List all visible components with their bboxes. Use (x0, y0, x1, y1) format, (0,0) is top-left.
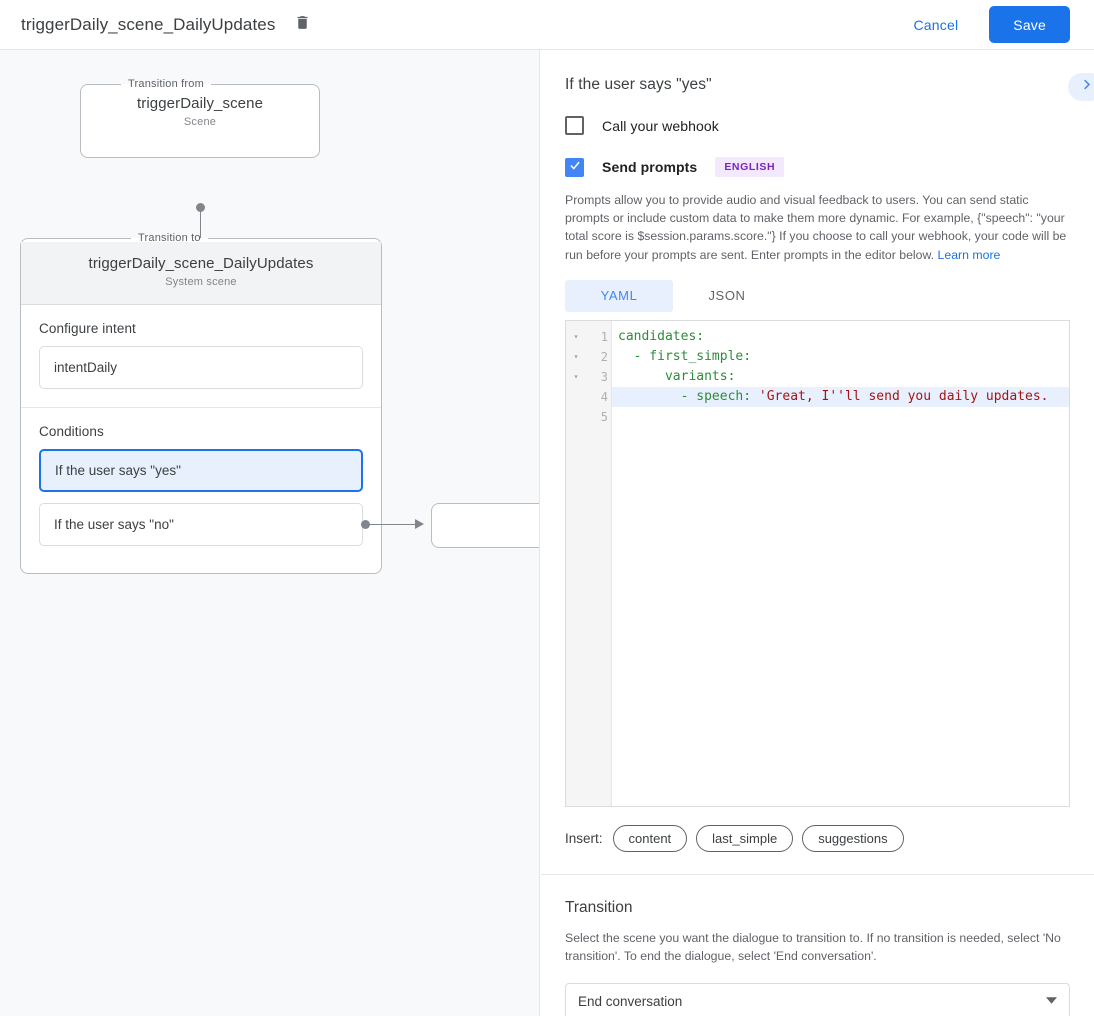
details-panel: If the user says "yes" Call your webhook… (541, 50, 1094, 1016)
transition-section: Transition Select the scene you want the… (565, 875, 1070, 1016)
save-button[interactable]: Save (989, 6, 1070, 43)
code-line-highlighted: - speech: 'Great, I''ll send you daily u… (612, 386, 1069, 407)
delete-button[interactable] (289, 12, 315, 38)
line-number: 3 (600, 369, 608, 384)
editor-code-area[interactable]: candidates: - first_simple: variants: - … (612, 321, 1069, 806)
call-webhook-checkbox[interactable] (565, 116, 584, 135)
insert-label: Insert: (565, 830, 603, 846)
condition-connector-arrow-icon (415, 519, 424, 529)
transition-from-node[interactable]: Transition from triggerDaily_scene Scene (80, 78, 320, 158)
send-prompts-checkbox[interactable] (565, 157, 584, 177)
details-title: If the user says "yes" (565, 76, 712, 93)
insert-chips-row: Insert: content last_simple suggestions (565, 824, 1070, 874)
page-title: triggerDaily_scene_DailyUpdates (21, 14, 276, 34)
editor-format-tabs: YAML JSON (565, 279, 1070, 312)
section-divider (21, 407, 381, 408)
prompts-helper-text: Prompts allow you to provide audio and v… (565, 191, 1070, 264)
code-line (612, 407, 1069, 427)
language-badge: ENGLISH (715, 157, 785, 177)
condition-item-no[interactable]: If the user says "no" (39, 503, 363, 546)
transition-from-legend: Transition from (128, 78, 204, 90)
condition-item-yes[interactable]: If the user says "yes" (39, 449, 363, 492)
conditions-section: Conditions If the user says "yes" If the… (21, 408, 381, 561)
transition-description: Select the scene you want the dialogue t… (565, 930, 1061, 963)
call-webhook-row[interactable]: Call your webhook (565, 116, 1070, 135)
condition-connector-dot (361, 520, 370, 529)
fold-toggle-icon[interactable]: ▾ (573, 352, 579, 362)
fold-toggle-icon[interactable]: ▾ (573, 372, 579, 382)
gutter-row: 5 (566, 407, 611, 427)
insert-chip-last-simple[interactable]: last_simple (696, 824, 794, 852)
tab-yaml[interactable]: YAML (565, 279, 673, 312)
send-prompts-row[interactable]: Send prompts ENGLISH (565, 157, 1070, 177)
transition-select[interactable]: End conversation (565, 983, 1070, 1016)
prompt-code-editor[interactable]: ▾1 ▾2 ▾3 4 5 candidates: - first_simple:… (565, 319, 1070, 807)
transition-to-title: triggerDaily_scene_DailyUpdates (88, 255, 314, 272)
configure-intent-label: Configure intent (39, 321, 136, 336)
expand-panel-button[interactable] (1068, 73, 1094, 101)
gutter-row: ▾2 (566, 347, 611, 367)
trash-icon (294, 14, 311, 36)
insert-chip-content[interactable]: content (612, 824, 688, 852)
chevron-right-icon (1079, 77, 1094, 97)
gutter-row: ▾3 (566, 367, 611, 387)
line-number: 4 (600, 389, 608, 404)
transition-to-legend: Transition to (138, 232, 201, 244)
transition-to-header[interactable]: triggerDaily_scene_DailyUpdates System s… (21, 242, 381, 305)
editor-gutter: ▾1 ▾2 ▾3 4 5 (566, 320, 612, 806)
line-number: 2 (600, 349, 608, 364)
transition-to-node: Transition to triggerDaily_scene_DailyUp… (20, 232, 382, 574)
tab-json[interactable]: JSON (708, 288, 746, 304)
details-inner: If the user says "yes" Call your webhook… (541, 50, 1094, 1016)
transition-from-title: triggerDaily_scene (136, 95, 264, 112)
insert-chip-suggestions[interactable]: suggestions (802, 824, 904, 852)
gutter-row: 4 (566, 387, 611, 407)
code-line-key: - speech: (618, 388, 759, 404)
transition-select-value: End conversation (578, 993, 683, 1009)
caret-down-icon (1046, 994, 1057, 1009)
learn-more-link[interactable]: Learn more (937, 247, 1001, 262)
conditions-label: Conditions (39, 424, 104, 439)
prompts-helper-body: Prompts allow you to provide audio and v… (565, 193, 1067, 262)
code-line: candidates: (618, 328, 705, 344)
transition-title: Transition (565, 898, 633, 916)
connector-line (200, 207, 201, 255)
transition-to-subtitle: System scene (165, 276, 237, 288)
transition-from-subtitle: Scene (183, 116, 217, 128)
send-prompts-label: Send prompts (602, 159, 698, 175)
top-bar: triggerDaily_scene_DailyUpdates Cancel S… (0, 0, 1094, 50)
cancel-button[interactable]: Cancel (904, 8, 969, 42)
line-number: 1 (600, 329, 608, 344)
condition-connector-line (369, 524, 417, 525)
fold-toggle-icon[interactable]: ▾ (573, 332, 579, 342)
gutter-row: ▾1 (566, 327, 611, 347)
configure-intent-section: Configure intent intentDaily (21, 305, 381, 393)
code-line: variants: (618, 368, 736, 384)
check-icon (568, 158, 582, 177)
call-webhook-label: Call your webhook (602, 117, 719, 134)
scene-graph-panel: Transition from triggerDaily_scene Scene… (0, 50, 540, 1016)
code-line-string: 'Great, I''ll send you daily updates. (758, 388, 1049, 404)
intent-field[interactable]: intentDaily (39, 346, 363, 389)
line-number: 5 (600, 409, 608, 424)
target-node-stub[interactable] (431, 503, 539, 548)
transition-section-divider (541, 873, 1094, 875)
code-line: - first_simple: (618, 348, 752, 364)
